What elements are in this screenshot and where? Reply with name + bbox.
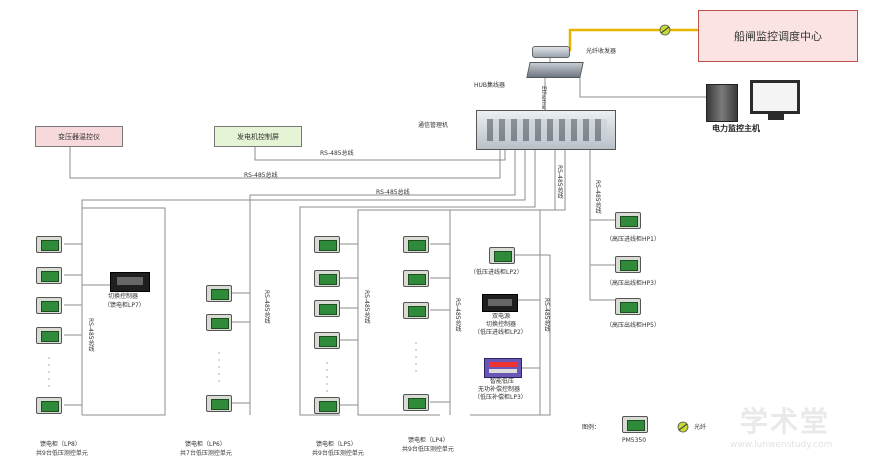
pm5350-meter <box>403 270 429 287</box>
fiber-transceiver-label: 光纤收发器 <box>586 48 617 55</box>
bus-label-lp8: RS-485总线 <box>87 318 94 352</box>
generator-box: 发电机控制屏 <box>214 126 302 147</box>
bus-label-main: RS-485总线 <box>556 165 563 199</box>
pm5350-meter <box>615 298 641 315</box>
rs485-generator-line <box>254 147 506 161</box>
bus-label-lp4: RS-485总线 <box>454 298 461 332</box>
host-monitor-icon <box>750 80 800 114</box>
hp1-label: （高压进线柜HP1） <box>606 236 660 243</box>
hp-bus <box>589 130 615 301</box>
host-monitor-stand <box>768 114 784 120</box>
group-lp6-sub: 共7台低压测控单元 <box>180 450 232 457</box>
host-link <box>579 78 706 98</box>
lp3-label-2: 无功补偿控制器 <box>478 386 521 393</box>
pm5350-meter <box>36 236 62 253</box>
ellipsis-dots: ····· <box>47 354 51 391</box>
lp2-switch-label-3: （低压进线柜LP2） <box>474 329 527 336</box>
transformer-box: 变压器温控仪 <box>35 126 123 147</box>
group-lp8-title: 馈电柜（LP8） <box>40 441 81 448</box>
bus-label-lp6: RS-485总线 <box>263 290 270 324</box>
rs485-label-c: RS-485总线 <box>376 189 410 196</box>
legend-fiber-icon <box>677 421 689 433</box>
lp2-switch-label-1: 双电源 <box>492 313 511 320</box>
lp3-label-1: 智能低压 <box>490 378 515 385</box>
ellipsis-dots: ····· <box>217 349 221 386</box>
hp3-label: （高压出线柜HP3） <box>606 280 660 287</box>
legend-meter-label: PM5350 <box>622 437 647 444</box>
transformer-label: 变压器温控仪 <box>58 132 100 141</box>
lp7-switch-controller <box>110 272 150 292</box>
ethernet-label: Ethernet <box>540 86 547 112</box>
fiber-transceiver-icon <box>532 46 570 58</box>
ellipsis-dots: ····· <box>414 339 418 376</box>
comm-manager-label: 通信管理机 <box>418 122 449 129</box>
watermark-url: www.lunwenstudy.com <box>730 440 833 450</box>
group-lp6-title: 馈电柜（LP6） <box>185 441 226 448</box>
pm5350-meter <box>403 236 429 253</box>
legend-fiber-label: 光纤 <box>694 424 707 431</box>
legend-title: 图例： <box>582 424 601 431</box>
pm5350-meter <box>314 300 340 317</box>
bus-label-lp5: RS-485总线 <box>363 290 370 324</box>
pm5350-meter <box>206 314 232 331</box>
lp8-loop <box>82 207 166 416</box>
group-lp5-title: 馈电柜（LP5） <box>316 441 357 448</box>
lp7-name-label: （馈电柜LP7） <box>104 302 145 309</box>
pm5350-meter <box>314 397 340 414</box>
bus-label-hp: RS-485总线 <box>594 180 601 214</box>
pm5350-meter <box>403 394 429 411</box>
pm5350-meter <box>615 212 641 229</box>
ellipsis-dots: ····· <box>325 359 329 396</box>
lp2-meter-label: （低压进线柜LP2） <box>470 269 523 276</box>
pm5350-meter <box>36 397 62 414</box>
pm5350-meter <box>206 285 232 302</box>
control-center-label: 船闸监控调度中心 <box>734 30 822 43</box>
lp2-switch-label-2: 切换控制器 <box>486 321 517 328</box>
legend-meter-icon <box>622 416 648 433</box>
rs485-label-a: RS-485总线 <box>320 150 354 157</box>
hub-label: HUB集线器 <box>474 82 506 89</box>
pm5350-meter <box>615 256 641 273</box>
hp5-label: （高压出线柜HP5） <box>606 322 660 329</box>
rs485-transformer-line <box>69 147 501 179</box>
comm-manager-rack <box>476 110 616 150</box>
lp7-switch-label: 切换控制器 <box>108 293 139 300</box>
pm5350-meter <box>314 270 340 287</box>
lp8-bus <box>81 150 526 415</box>
pm5350-meter <box>314 332 340 349</box>
host-label: 电力监控主机 <box>712 124 760 133</box>
fiber-connector-icon <box>659 24 671 36</box>
lp4-bus <box>357 150 556 416</box>
pm5350-meter <box>36 267 62 284</box>
pm5350-meter <box>403 302 429 319</box>
lp3-compensation-controller <box>484 358 522 378</box>
control-center-box: 船闸监控调度中心 <box>698 10 858 62</box>
fiber-line <box>556 28 698 52</box>
pm5350-meter <box>36 297 62 314</box>
bus-label-lp2: RS-485总线 <box>543 298 550 332</box>
lp2-switch-controller <box>482 294 518 312</box>
watermark-logo: 学术堂 <box>740 405 831 438</box>
group-lp4-sub: 共9台低压测控单元 <box>402 446 454 453</box>
host-tower-icon <box>706 84 738 122</box>
group-lp5-sub: 共9台低压测控单元 <box>312 450 364 457</box>
lp5-bus <box>299 150 536 416</box>
pm5350-meter <box>489 247 515 264</box>
pm5350-meter <box>36 327 62 344</box>
hub-icon <box>526 62 584 78</box>
lp3-label-3: （低压补偿柜LP3） <box>474 394 527 401</box>
group-lp4-title: 馈电柜（LP4） <box>408 437 449 444</box>
lp6-bus <box>249 150 516 415</box>
group-lp8-sub: 共9台低压测控单元 <box>36 450 88 457</box>
pm5350-meter <box>314 236 340 253</box>
rs485-label-b: RS-485总线 <box>244 172 278 179</box>
generator-label: 发电机控制屏 <box>237 132 279 141</box>
pm5350-meter <box>206 395 232 412</box>
